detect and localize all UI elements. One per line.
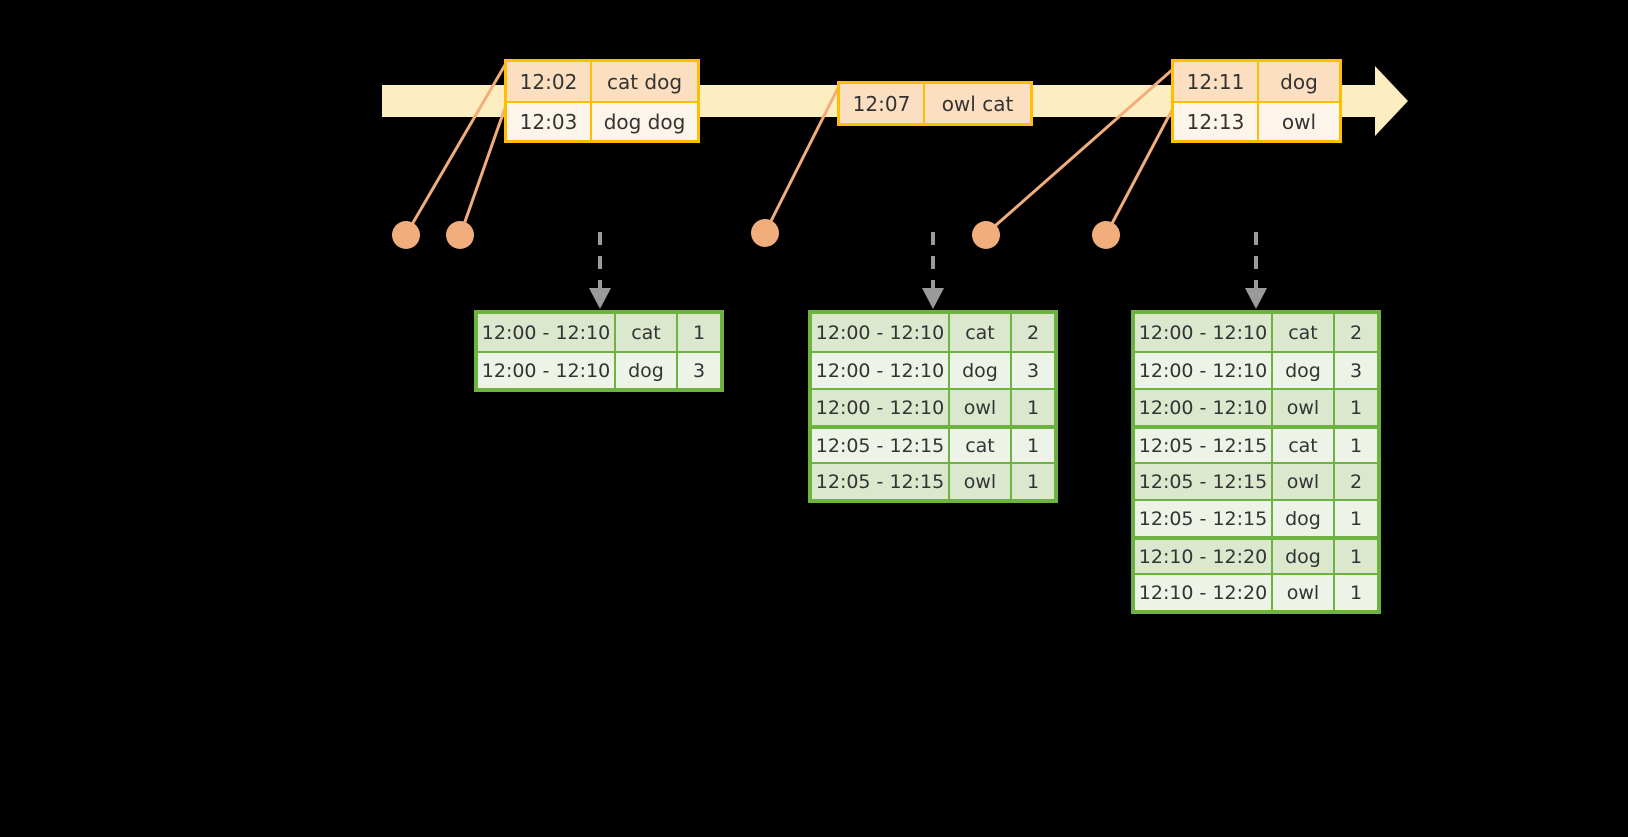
event-marker-3 xyxy=(751,219,779,247)
event-row[interactable]: 12:13 owl xyxy=(1174,101,1339,140)
key-cell: cat xyxy=(950,429,1012,462)
window-cell: 12:05 - 12:15 xyxy=(1135,464,1273,499)
key-cell: dog xyxy=(950,353,1012,388)
result-table-2[interactable]: 12:00 - 12:10 cat 2 12:00 - 12:10 dog 3 … xyxy=(808,310,1058,503)
count-cell: 2 xyxy=(1335,314,1377,351)
table-row[interactable]: 12:05 - 12:15 dog 1 xyxy=(1135,499,1377,536)
count-cell: 1 xyxy=(1012,464,1054,499)
event-time: 12:03 xyxy=(507,103,592,140)
window-cell: 12:00 - 12:10 xyxy=(812,390,950,425)
result-table-1[interactable]: 12:00 - 12:10 cat 1 12:00 - 12:10 dog 3 xyxy=(474,310,724,392)
event-time: 12:07 xyxy=(840,84,925,123)
event-marker-1 xyxy=(392,221,420,249)
connector-line-1 xyxy=(405,64,507,234)
key-cell: dog xyxy=(1273,540,1335,573)
window-cell: 12:10 - 12:20 xyxy=(1135,540,1273,573)
connector-line-2 xyxy=(459,107,507,234)
table-row[interactable]: 12:00 - 12:10 cat 2 xyxy=(1135,314,1377,351)
count-cell: 1 xyxy=(1335,390,1377,425)
event-marker-4 xyxy=(972,221,1000,249)
event-payload: cat dog xyxy=(592,62,697,101)
count-cell: 1 xyxy=(1335,429,1377,462)
count-cell: 3 xyxy=(1335,353,1377,388)
window-cell: 12:00 - 12:10 xyxy=(1135,353,1273,388)
event-box-2[interactable]: 12:07 owl cat xyxy=(837,81,1033,126)
event-row[interactable]: 12:11 dog xyxy=(1174,62,1339,101)
key-cell: owl xyxy=(1273,390,1335,425)
emit-arrows xyxy=(589,232,1267,309)
key-cell: dog xyxy=(1273,353,1335,388)
window-cell: 12:05 - 12:15 xyxy=(812,429,950,462)
key-cell: cat xyxy=(616,314,678,351)
key-cell: cat xyxy=(1273,429,1335,462)
event-payload: dog xyxy=(1259,62,1339,101)
window-cell: 12:00 - 12:10 xyxy=(812,353,950,388)
emit-arrow-3 xyxy=(1245,232,1267,309)
window-cell: 12:05 - 12:15 xyxy=(1135,429,1273,462)
key-cell: owl xyxy=(950,464,1012,499)
count-cell: 1 xyxy=(1335,501,1377,536)
table-row[interactable]: 12:00 - 12:10 dog 3 xyxy=(1135,351,1377,388)
table-row[interactable]: 12:05 - 12:15 cat 1 xyxy=(812,425,1054,462)
count-cell: 1 xyxy=(678,314,720,351)
count-cell: 1 xyxy=(1335,575,1377,610)
count-cell: 2 xyxy=(1335,464,1377,499)
event-payload: owl cat xyxy=(925,84,1030,123)
connector-line-3 xyxy=(764,87,840,232)
event-row[interactable]: 12:02 cat dog xyxy=(507,62,697,101)
event-time: 12:11 xyxy=(1174,62,1259,101)
result-table-3[interactable]: 12:00 - 12:10 cat 2 12:00 - 12:10 dog 3 … xyxy=(1131,310,1381,614)
key-cell: owl xyxy=(1273,464,1335,499)
window-cell: 12:10 - 12:20 xyxy=(1135,575,1273,610)
table-row[interactable]: 12:05 - 12:15 owl 1 xyxy=(812,462,1054,499)
key-cell: owl xyxy=(950,390,1012,425)
window-cell: 12:00 - 12:10 xyxy=(1135,314,1273,351)
event-time: 12:02 xyxy=(507,62,592,101)
count-cell: 3 xyxy=(678,353,720,388)
table-row[interactable]: 12:00 - 12:10 cat 2 xyxy=(812,314,1054,351)
emit-arrow-1 xyxy=(589,232,611,309)
event-row[interactable]: 12:03 dog dog xyxy=(507,101,697,140)
count-cell: 3 xyxy=(1012,353,1054,388)
table-row[interactable]: 12:00 - 12:10 cat 1 xyxy=(478,314,720,351)
event-box-1[interactable]: 12:02 cat dog 12:03 dog dog xyxy=(504,59,700,143)
event-markers xyxy=(392,219,1120,249)
window-cell: 12:00 - 12:10 xyxy=(812,314,950,351)
count-cell: 1 xyxy=(1335,540,1377,573)
window-cell: 12:05 - 12:15 xyxy=(1135,501,1273,536)
emit-arrow-2 xyxy=(922,232,944,309)
table-row[interactable]: 12:00 - 12:10 dog 3 xyxy=(478,351,720,388)
window-cell: 12:00 - 12:10 xyxy=(478,314,616,351)
window-cell: 12:05 - 12:15 xyxy=(812,464,950,499)
count-cell: 2 xyxy=(1012,314,1054,351)
event-row[interactable]: 12:07 owl cat xyxy=(840,84,1030,123)
window-cell: 12:00 - 12:10 xyxy=(478,353,616,388)
key-cell: dog xyxy=(1273,501,1335,536)
event-box-3[interactable]: 12:11 dog 12:13 owl xyxy=(1171,59,1342,143)
table-row[interactable]: 12:05 - 12:15 cat 1 xyxy=(1135,425,1377,462)
table-row[interactable]: 12:00 - 12:10 owl 1 xyxy=(812,388,1054,425)
event-marker-5 xyxy=(1092,221,1120,249)
key-cell: cat xyxy=(950,314,1012,351)
event-payload: owl xyxy=(1259,103,1339,140)
event-payload: dog dog xyxy=(592,103,697,140)
event-time: 12:13 xyxy=(1174,103,1259,140)
connector-line-5 xyxy=(1105,109,1174,234)
table-row[interactable]: 12:00 - 12:10 dog 3 xyxy=(812,351,1054,388)
key-cell: owl xyxy=(1273,575,1335,610)
table-row[interactable]: 12:10 - 12:20 owl 1 xyxy=(1135,573,1377,610)
table-row[interactable]: 12:00 - 12:10 owl 1 xyxy=(1135,388,1377,425)
table-row[interactable]: 12:05 - 12:15 owl 2 xyxy=(1135,462,1377,499)
count-cell: 1 xyxy=(1012,390,1054,425)
event-marker-2 xyxy=(446,221,474,249)
key-cell: cat xyxy=(1273,314,1335,351)
window-cell: 12:00 - 12:10 xyxy=(1135,390,1273,425)
table-row[interactable]: 12:10 - 12:20 dog 1 xyxy=(1135,536,1377,573)
key-cell: dog xyxy=(616,353,678,388)
count-cell: 1 xyxy=(1012,429,1054,462)
